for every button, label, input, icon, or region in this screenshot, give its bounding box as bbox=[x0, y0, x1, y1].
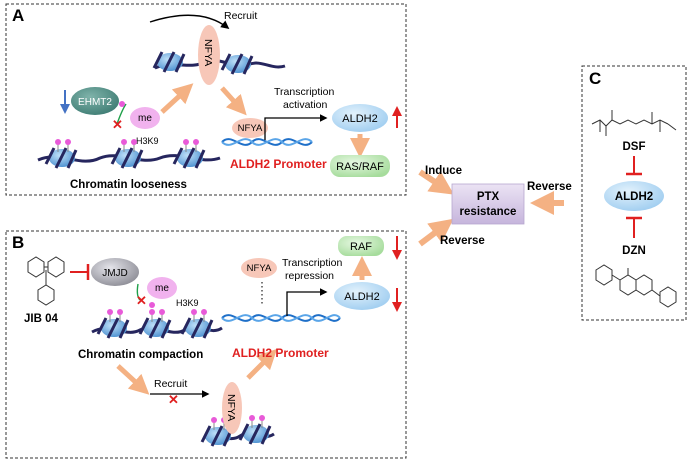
me-bubble-a bbox=[130, 107, 160, 129]
jmjd-label: JMJD bbox=[102, 268, 128, 279]
nfya-promoter-a bbox=[232, 118, 268, 138]
nucleosome-bottom-a3 bbox=[172, 137, 206, 170]
aldh2-a bbox=[332, 104, 388, 132]
ptx-label-l1: PTX bbox=[477, 191, 500, 203]
aldh2-b bbox=[334, 282, 390, 310]
panel-b: B JIB 04 JMJD me ✕ H3K9 Chromatin compac… bbox=[5, 230, 407, 459]
nfya-bottom-b bbox=[222, 382, 242, 434]
reverse-arrow-bottom bbox=[418, 218, 454, 247]
induce-arrow bbox=[418, 169, 454, 195]
nfya-promoter-a-label: NFYA bbox=[238, 123, 263, 134]
nucleosome-top-a2 bbox=[220, 52, 254, 76]
nucleosome-b2 bbox=[138, 307, 172, 340]
recruit-label-a: Recruit bbox=[224, 10, 257, 22]
jib04-structure bbox=[27, 256, 65, 306]
panel-a-label: A bbox=[12, 6, 24, 25]
green-arc-b bbox=[136, 283, 141, 301]
promoter-helix-b bbox=[221, 314, 341, 322]
dsf-structure bbox=[591, 110, 677, 136]
jmjd-protein bbox=[91, 258, 139, 286]
h3k9-label-a: H3K9 bbox=[136, 136, 159, 146]
aldh2-c-label: ALDH2 bbox=[615, 191, 653, 203]
methyl-dot-a bbox=[119, 101, 125, 107]
ehmt2-protein bbox=[71, 87, 119, 115]
block-x-a: ✕ bbox=[112, 117, 123, 132]
me-label-b: me bbox=[155, 283, 169, 294]
nfya-bottom-b-label: NFYA bbox=[225, 394, 237, 421]
transcription-repression-l1: Transcription bbox=[282, 257, 342, 269]
methyl-dot-b bbox=[149, 302, 155, 308]
me-label-a: me bbox=[138, 113, 152, 124]
h3k9-label-b: H3K9 bbox=[176, 298, 199, 308]
transcription-repression-l2: repression bbox=[285, 270, 334, 282]
nfya-top-a bbox=[198, 25, 220, 85]
ptx-label-l2: resistance bbox=[460, 206, 517, 218]
dsf-label: DSF bbox=[623, 141, 646, 153]
raf-label: RAF bbox=[350, 241, 372, 253]
panel-a-frame bbox=[5, 3, 407, 196]
transcription-arrow-a bbox=[264, 114, 328, 140]
nfya-promoter-b-label: NFYA bbox=[247, 263, 272, 274]
transcription-activation-l1: Transcription bbox=[274, 86, 334, 98]
reverse-label-bottom: Reverse bbox=[440, 235, 485, 247]
center-ptx: Induce Reverse Reverse PTX resistance bbox=[418, 165, 572, 247]
jib04-label: JIB 04 bbox=[24, 313, 58, 325]
aldh2-a-label: ALDH2 bbox=[342, 113, 377, 125]
nfya-top-a-label: NFYA bbox=[202, 39, 214, 66]
aldh2-promoter-b-label: ALDH2 Promoter bbox=[232, 346, 329, 360]
dzn-structure bbox=[595, 264, 677, 308]
panel-c-label: C bbox=[589, 69, 601, 88]
panel-b-frame bbox=[5, 230, 407, 459]
arrow-me-to-top bbox=[160, 83, 194, 114]
raf-box bbox=[338, 236, 384, 256]
aldh2-promoter-a-label: ALDH2 Promoter bbox=[230, 157, 327, 171]
reverse-label-right: Reverse bbox=[527, 181, 572, 193]
transcription-arrow-b bbox=[286, 288, 328, 316]
panel-c: C DSF ALDH2 DZN bbox=[581, 65, 687, 321]
ras-raf-label: RAS/RAF bbox=[336, 161, 384, 173]
green-arc-a bbox=[116, 103, 127, 125]
panel-a: A Recruit NFYA EHMT2 ✕ me H3K9 Chromatin… bbox=[5, 3, 407, 196]
transcription-activation-l2: activation bbox=[283, 99, 328, 111]
arrow-nfya-to-promoter-b bbox=[246, 348, 278, 380]
me-bubble-b bbox=[147, 277, 177, 299]
ehmt2-label: EHMT2 bbox=[78, 97, 112, 108]
ras-raf-box bbox=[330, 155, 390, 177]
promoter-helix-a bbox=[221, 138, 313, 146]
recruit-label-b: Recruit bbox=[154, 378, 187, 390]
panel-c-frame bbox=[581, 65, 687, 321]
chromatin-compaction-label: Chromatin compaction bbox=[78, 349, 203, 361]
dzn-label: DZN bbox=[622, 245, 646, 257]
recruit-arrow-a bbox=[149, 14, 230, 30]
arrow-nfya-to-promoter-a bbox=[220, 86, 247, 116]
nucleosome-top-a1 bbox=[152, 50, 186, 74]
ptx-resistance-box bbox=[451, 183, 525, 225]
arrow-compaction-to-recruit bbox=[116, 364, 150, 395]
block-x-b: ✕ bbox=[136, 293, 147, 308]
nucleosome-bottom-a1 bbox=[44, 137, 78, 170]
induce-label: Induce bbox=[425, 165, 462, 177]
chromatin-looseness-label: Chromatin looseness bbox=[70, 179, 187, 191]
nucleosome-b1 bbox=[96, 307, 130, 340]
nfya-promoter-b bbox=[241, 258, 277, 278]
aldh2-b-label: ALDH2 bbox=[344, 291, 379, 303]
block-x-recruit: ✕ bbox=[168, 392, 179, 407]
aldh2-c bbox=[604, 181, 664, 211]
panel-b-label: B bbox=[12, 233, 24, 252]
nucleosome-b3 bbox=[180, 307, 214, 340]
nucleosome-bottom-b2 bbox=[238, 413, 272, 446]
